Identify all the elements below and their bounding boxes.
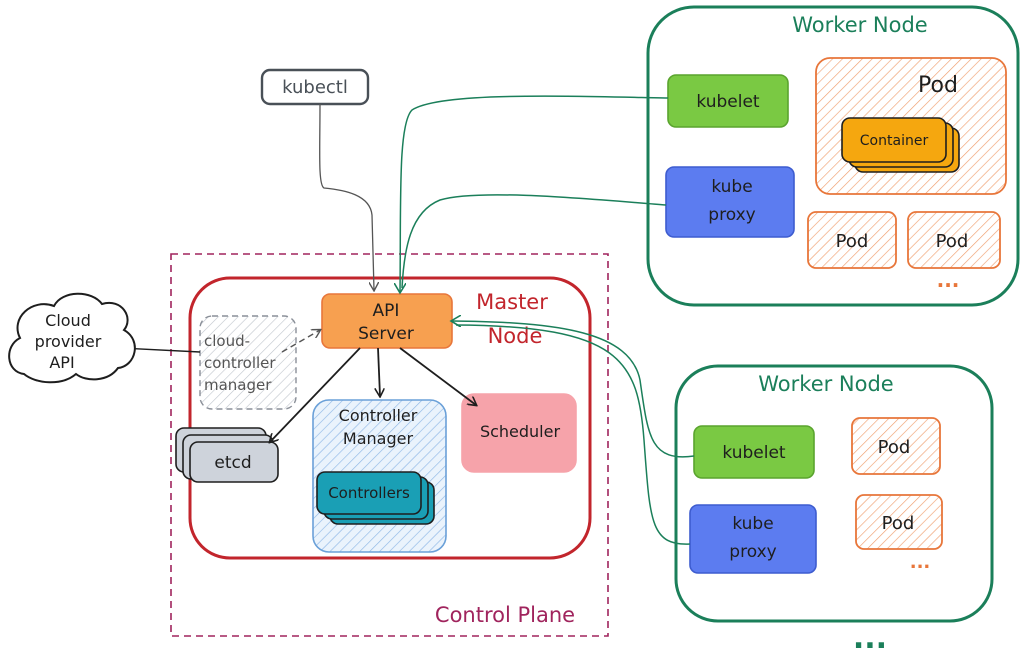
kubectl-box[interactable] [260, 68, 370, 106]
worker-node-2-pod-a[interactable] [851, 417, 941, 475]
scheduler-box[interactable] [461, 393, 577, 473]
cloud-controller-manager-box[interactable] [199, 315, 297, 410]
control-plane-boundary [170, 253, 609, 637]
worker-node-1-kube-proxy-line2: proxy [708, 205, 755, 225]
connector-node2-kubelet-to-api [452, 321, 695, 458]
cloud-label-line3: API [49, 353, 74, 372]
etcd-box[interactable] [189, 441, 279, 483]
connector-node1-kubelet-to-api [400, 95, 669, 292]
kubectl-label: kubectl [282, 77, 348, 98]
worker-node-1-kube-proxy[interactable] [665, 166, 795, 238]
cloud-controller-label-line2: controller [204, 354, 276, 372]
worker-node-2-pod-b[interactable] [855, 494, 943, 550]
arrow-api-to-etcd [270, 347, 361, 442]
api-server-label-line2: Server [358, 324, 414, 344]
worker-node-1-box [646, 5, 1020, 307]
connector-node2-proxy-to-api [455, 324, 691, 545]
worker-node-1-kubelet-label: kubelet [696, 92, 760, 112]
master-node-label-line1: Master [476, 290, 548, 314]
worker-node-1-more-pods: ... [937, 268, 960, 292]
api-server-label-line1: API [373, 301, 400, 321]
worker-node-2-kubelet[interactable] [693, 425, 815, 479]
master-node-box [188, 276, 592, 560]
worker-node-1-kube-proxy-line1: kube [711, 177, 752, 197]
worker-node-1-pod-b-label: Pod [936, 231, 969, 252]
worker-node-2-kube-proxy[interactable] [689, 504, 817, 574]
controller-manager-label-line1: Controller [339, 406, 418, 425]
controllers-label: Controllers [328, 484, 410, 502]
worker-node-2-title: Worker Node [758, 372, 893, 396]
worker-node-1-container[interactable] [841, 117, 947, 163]
worker-node-1-pod-a-label: Pod [836, 231, 869, 252]
etcd-label: etcd [214, 453, 251, 473]
scheduler-label: Scheduler [480, 422, 561, 441]
worker-node-1-pod-a[interactable] [807, 211, 897, 269]
cloud-provider-shape[interactable] [8, 292, 136, 384]
control-plane-label: Control Plane [435, 603, 575, 627]
worker-node-2-kube-proxy-line2: proxy [729, 542, 776, 562]
worker-node-2-pod-b-label: Pod [882, 513, 915, 534]
cloud-controller-label-line1: cloud- [204, 332, 250, 350]
connector-node1-proxy-to-api [401, 194, 667, 289]
cloud-label-line1: Cloud [45, 311, 91, 330]
arrow-cloud-controller-to-api [281, 330, 320, 353]
worker-node-2-kubelet-label: kubelet [722, 443, 786, 463]
worker-node-2-box [674, 364, 994, 623]
cloud-controller-label-line3: manager [204, 376, 272, 394]
worker-node-2-more-pods: ... [910, 552, 931, 573]
arrow-kubectl-to-api [319, 103, 374, 290]
controller-manager-label-line2: Manager [343, 429, 414, 448]
worker-node-1-container-label: Container [860, 133, 929, 149]
arrow-api-to-controller-manager [378, 347, 380, 396]
worker-node-2-kube-proxy-line1: kube [732, 514, 773, 534]
worker-node-1-title: Worker Node [792, 13, 927, 37]
more-worker-nodes-ellipsis: ... [853, 621, 887, 656]
controllers-box[interactable] [316, 471, 422, 515]
worker-node-2-pod-a-label: Pod [878, 437, 911, 458]
cloud-label-line2: provider [35, 332, 102, 351]
arrow-api-to-scheduler [399, 347, 476, 405]
worker-node-1-pod-b[interactable] [907, 211, 1001, 269]
worker-node-1-kubelet[interactable] [667, 74, 789, 128]
worker-node-1-pod-main-label: Pod [918, 73, 958, 98]
